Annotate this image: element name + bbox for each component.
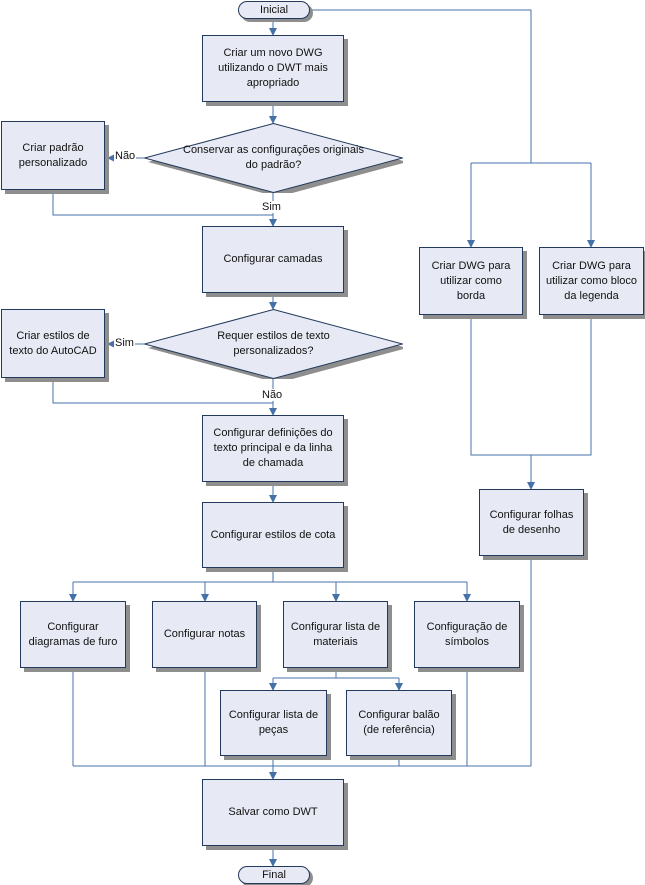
connector-border-down [470,315,592,456]
bom-box: Configurar lista de materiais [283,601,388,668]
symbols-box: Configuração de símbolos [414,601,520,668]
border-dwg-box: Criar DWG para utilizar como borda [419,247,523,315]
text-styles-box: Criar estilos de texto do AutoCAD [1,309,105,378]
decision-diamond-shape [144,123,403,193]
title-block-dwg-box: Criar DWG para utilizar como bloco da le… [539,247,644,315]
notes-box: Configurar notas [152,601,257,668]
decision-diamond-shape [144,309,403,379]
parts-list-box: Configurar lista de peças [220,690,327,756]
text-styles-question: Requer estilos de texto personalizados? [217,330,330,357]
no-label-1: Não [114,150,137,162]
connector-textstyles-return [52,378,273,404]
sheets-box: Configurar folhas de desenho [479,489,584,556]
balloon-box: Configurar balão (de referência) [346,690,452,756]
text-styles-decision: Requer estilos de texto personalizados? [144,309,403,379]
save-dwt-box: Salvar como DWT [202,779,344,846]
layers-box: Configurar camadas [202,226,344,293]
no-label-2: Não [261,389,284,401]
new-dwg-box: Criar um novo DWG utilizando o DWT mais … [202,35,344,102]
end-terminal: Final [238,866,310,884]
hole-diagrams-box: Configurar diagramas de furo [20,601,126,668]
yes-label-2: Sim [114,337,135,349]
connector-custom-return [52,190,273,216]
keep-config-text: Conservar as configurações originais do … [183,144,364,171]
connector-start-to-right [310,9,532,163]
dim-styles-box: Configurar estilos de cota [202,502,344,568]
start-terminal: Inicial [238,1,310,19]
text-definitions-box: Configurar definições do texto principal… [202,415,344,482]
keep-config-decision: Conservar as configurações originais do … [144,123,403,193]
yes-label-1: Sim [261,201,282,213]
custom-standard-box: Criar padrão personalizado [1,121,105,190]
